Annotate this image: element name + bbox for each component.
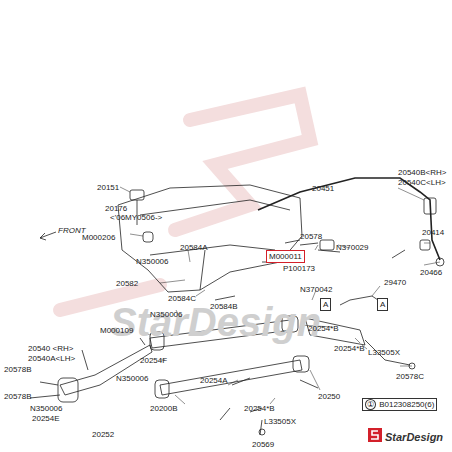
- box-text: A: [380, 300, 385, 309]
- part-number: 20254F: [140, 356, 167, 365]
- part-number: 20578B: [4, 365, 32, 374]
- direction-label: FRONT: [58, 226, 86, 235]
- part-number: 20250: [318, 392, 340, 401]
- part-number: 20451: [312, 184, 334, 193]
- logo-text: StarDesign: [385, 431, 443, 444]
- watermark-logo: [60, 95, 310, 310]
- part-number: 20584A: [180, 243, 208, 252]
- part-number: 20578: [300, 232, 322, 241]
- part-number: P100173: [283, 264, 315, 273]
- part-number: N350006: [30, 404, 62, 413]
- crossmember: [118, 185, 302, 292]
- part-number: 20578B: [4, 392, 32, 401]
- part-number: N350006: [136, 257, 168, 266]
- stabilizer-bar: [258, 178, 440, 260]
- part-number: L33505X: [264, 417, 296, 426]
- box-text: B012308250(6): [379, 400, 434, 409]
- part-number: L33505X: [368, 348, 400, 357]
- part-number: 20540 <RH>: [28, 344, 73, 353]
- part-number: 20584C: [168, 294, 196, 303]
- part-number: N370029: [336, 243, 368, 252]
- logo-mark: [368, 428, 382, 442]
- part-number: 20569: [252, 440, 274, 449]
- part-number: 20414: [422, 228, 444, 237]
- part-number: 20254*B: [334, 344, 365, 353]
- part-number: 20466: [420, 268, 442, 277]
- part-number: 20254E: [32, 414, 60, 423]
- part-number: M000206: [82, 233, 115, 242]
- reference-box: A: [320, 298, 331, 311]
- part-number: N350006: [116, 374, 148, 383]
- part-number: 20151: [97, 183, 119, 192]
- part-number: 20578C: [396, 372, 424, 381]
- part-number: 20582: [116, 279, 138, 288]
- highlighted-part-box: M000011: [266, 250, 305, 263]
- part-number: 20540C<LH>: [398, 178, 446, 187]
- part-number: 20200B: [150, 404, 178, 413]
- part-number: 20176: [105, 204, 127, 213]
- part-number: M000109: [100, 326, 133, 335]
- part-number: 20252: [92, 430, 114, 439]
- part-number: N370042: [300, 285, 332, 294]
- part-number: 29470: [384, 278, 406, 287]
- box-text: A: [323, 300, 328, 309]
- reference-box: A: [377, 298, 388, 311]
- note-box: ①B012308250(6): [362, 398, 437, 411]
- part-number: 20254*B: [308, 324, 339, 333]
- trailing-link: [60, 345, 152, 395]
- part-number: 20540A<LH>: [28, 354, 75, 363]
- lateral-link: [160, 360, 302, 395]
- box-text: M000011: [269, 252, 302, 261]
- part-number: <'06MY0506->: [110, 213, 162, 222]
- circled-number: ①: [365, 399, 376, 410]
- part-number: 20254*B: [244, 404, 275, 413]
- part-number: N350006: [150, 310, 182, 319]
- part-number: 20254A: [200, 376, 228, 385]
- part-number: 20584B: [210, 302, 238, 311]
- part-number: 20540B<RH>: [398, 168, 446, 177]
